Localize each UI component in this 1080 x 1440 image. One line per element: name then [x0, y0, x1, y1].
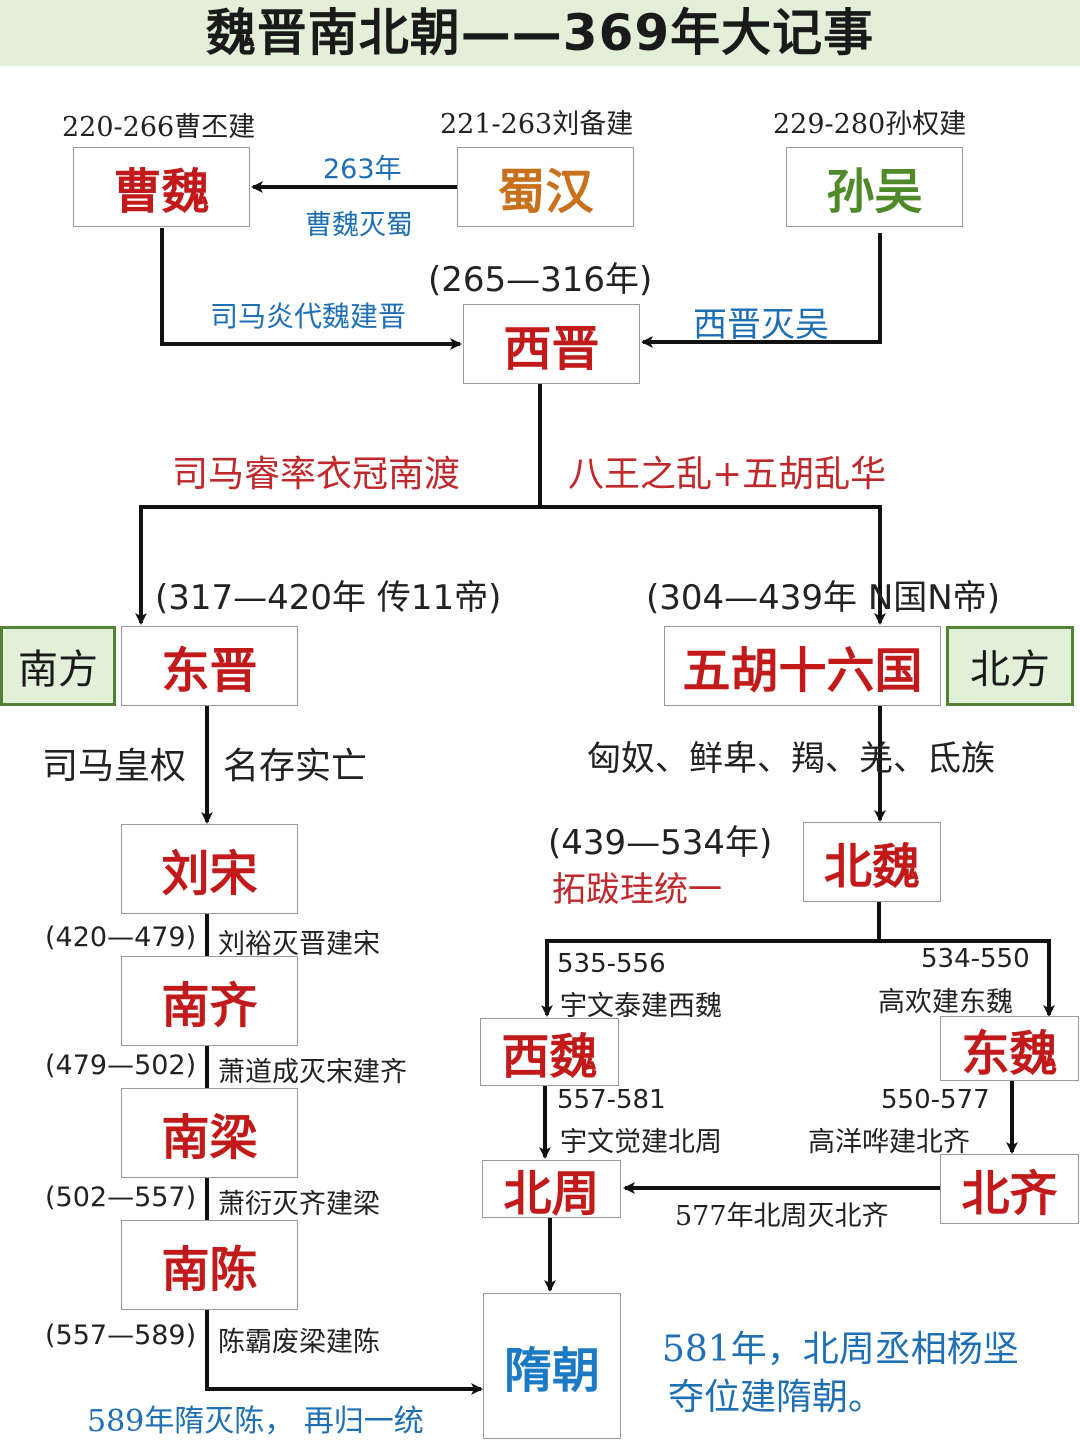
nan-liang-period: (502—557)	[45, 1182, 197, 1213]
dong-jin-period: (317—420年 传11帝)	[155, 578, 502, 618]
state-xi-wei-label: 西魏	[501, 1029, 598, 1085]
state-bei-zhou[interactable]: 北周	[482, 1160, 621, 1222]
liu-song-note: 刘裕灭晋建宋	[218, 929, 380, 960]
nan-chen-note: 陈霸废梁建陈	[218, 1327, 380, 1358]
bei-wei-note: 拓跋珪统一	[552, 870, 722, 910]
state-shu-han-label: 蜀汉	[497, 164, 594, 220]
state-nan-chen[interactable]: 南陈	[121, 1220, 298, 1310]
event-wei-conquers-shu-year: 263年	[323, 154, 402, 185]
region-south: 南方	[0, 626, 116, 706]
state-bei-wei-label: 北魏	[823, 839, 920, 895]
wuhu-period: (304—439年 N国N帝)	[646, 578, 1000, 618]
state-nan-liang[interactable]: 南梁	[121, 1088, 298, 1178]
nan-chen-period: (557—589)	[45, 1320, 197, 1351]
state-shu-han[interactable]: 蜀汉	[457, 147, 634, 227]
xi-wei-period: 535-556	[557, 949, 666, 979]
state-xi-jin[interactable]: 西晋	[463, 304, 640, 384]
nan-qi-period: (479—502)	[45, 1050, 197, 1081]
bei-qi-period: 550-577	[881, 1085, 990, 1115]
region-south-label: 南方	[18, 647, 98, 693]
header-bar	[0, 0, 1080, 66]
event-sima-power-right: 名存实亡	[223, 746, 368, 787]
arrow-to-xiwei	[541, 939, 879, 1017]
event-sima-yan: 司马炎代魏建晋	[210, 300, 407, 333]
event-zhou-conquers-qi: 577年北周灭北齐	[675, 1201, 889, 1232]
liu-song-period: (420—479)	[45, 922, 197, 953]
bei-wei-period: (439—534年)	[548, 823, 773, 863]
state-bei-qi-label: 北齐	[961, 1166, 1058, 1222]
event-yang-jian-line1: 581年，北周丞相杨坚	[662, 1329, 1019, 1370]
state-liu-song[interactable]: 刘宋	[121, 824, 298, 914]
state-cao-wei-label: 曹魏	[113, 164, 210, 220]
arrow-to-dongjin	[135, 505, 540, 625]
state-dong-wei[interactable]: 东魏	[940, 1016, 1079, 1082]
state-sui[interactable]: 隋朝	[483, 1293, 621, 1439]
event-sima-power-left: 司马皇权	[42, 746, 187, 787]
xi-jin-period: (265—316年)	[428, 260, 653, 300]
arrow-to-dongwei	[879, 939, 1055, 1017]
event-yang-jian-line2: 夺位建隋朝。	[668, 1377, 885, 1418]
event-wei-conquers-shu: 曹魏灭蜀	[305, 210, 413, 241]
state-sui-label: 隋朝	[503, 1343, 600, 1399]
state-nan-liang-label: 南梁	[161, 1110, 258, 1166]
cao-wei-note: 220-266曹丕建	[62, 112, 256, 143]
page-title: 魏晋南北朝——369年大记事	[205, 4, 875, 62]
arrow-chen-to-sui	[205, 1310, 483, 1395]
state-dong-jin[interactable]: 东晋	[121, 626, 298, 706]
nan-liang-note: 萧衍灭齐建梁	[218, 1189, 380, 1220]
state-liu-song-label: 刘宋	[161, 846, 258, 902]
dong-wei-note: 高欢建东魏	[878, 987, 1013, 1018]
bei-zhou-period: 557-581	[557, 1085, 666, 1115]
state-xi-jin-label: 西晋	[503, 321, 600, 377]
sun-wu-note: 229-280孙权建	[773, 109, 967, 140]
state-sun-wu-label: 孙吴	[826, 164, 923, 220]
state-wuhu-shiliuguo[interactable]: 五胡十六国	[664, 626, 941, 706]
event-sui-conquers-chen: 589年隋灭陈， 再归一统	[87, 1404, 424, 1439]
state-nan-qi[interactable]: 南齐	[121, 956, 298, 1046]
event-eight-princes: 八王之乱+五胡乱华	[568, 454, 887, 495]
shu-han-note: 221-263刘备建	[440, 109, 634, 140]
state-nan-qi-label: 南齐	[161, 978, 258, 1034]
bei-zhou-note: 宇文觉建北周	[560, 1127, 722, 1158]
state-xi-wei[interactable]: 西魏	[480, 1018, 619, 1086]
event-south-migration: 司马睿率衣冠南渡	[172, 454, 461, 495]
xi-wei-note: 宇文泰建西魏	[560, 991, 722, 1022]
region-north: 北方	[946, 626, 1074, 706]
arrow-wu-to-xijin	[641, 233, 882, 348]
state-bei-zhou-label: 北周	[503, 1166, 600, 1222]
arrow-wei-to-xijin	[160, 228, 462, 350]
region-north-label: 北方	[970, 647, 1050, 693]
event-jin-conquers-wu: 西晋灭吴	[693, 305, 829, 345]
state-bei-wei[interactable]: 北魏	[803, 822, 941, 902]
arrow-to-wuhu	[540, 505, 886, 625]
nan-qi-note: 萧道成灭宋建齐	[218, 1057, 407, 1088]
bei-qi-note: 高洋哗建北齐	[808, 1127, 970, 1158]
state-cao-wei[interactable]: 曹魏	[73, 147, 250, 227]
state-sun-wu[interactable]: 孙吴	[786, 147, 963, 227]
event-ethnic-groups: 匈奴、鲜卑、羯、羌、氐族	[587, 739, 995, 779]
state-bei-qi[interactable]: 北齐	[940, 1154, 1079, 1224]
state-nan-chen-label: 南陈	[161, 1242, 258, 1298]
state-wuhu-label: 五胡十六国	[682, 643, 923, 699]
dong-wei-period: 534-550	[921, 944, 1030, 974]
state-dong-jin-label: 东晋	[161, 643, 258, 699]
state-dong-wei-label: 东魏	[961, 1025, 1058, 1082]
